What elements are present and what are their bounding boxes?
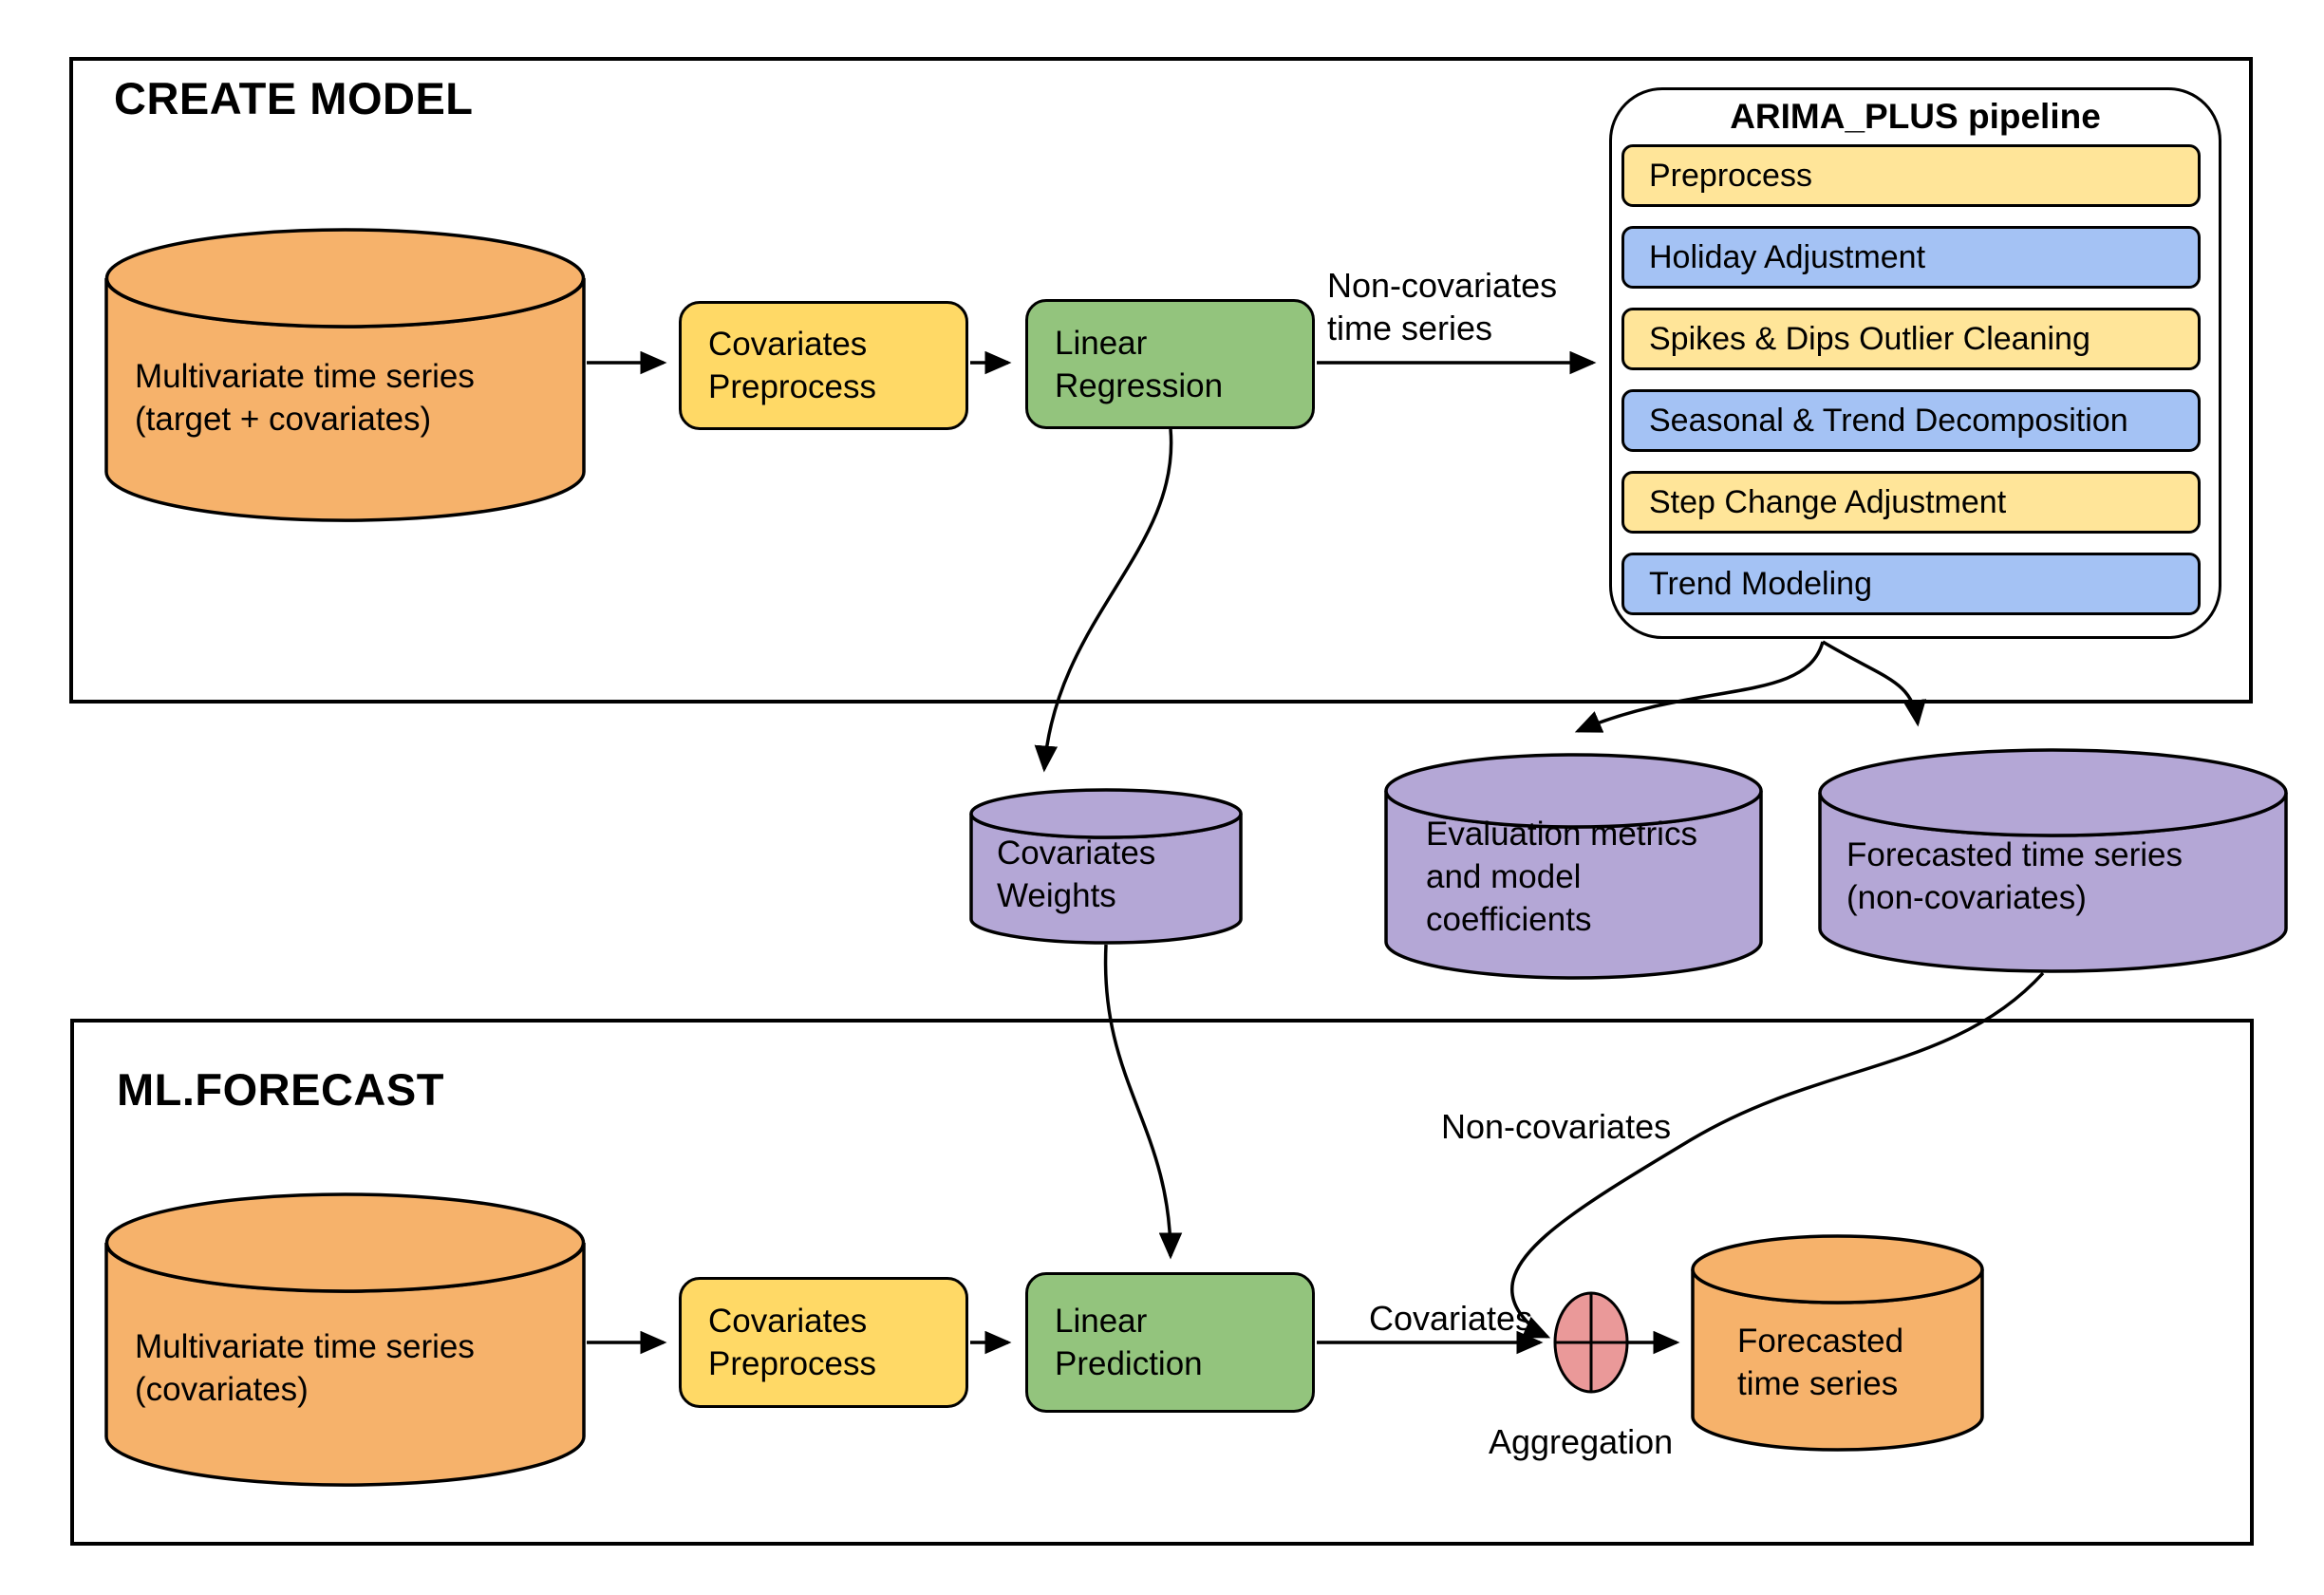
label-line: (covariates) [135,1371,309,1408]
pipeline-step-holiday-adjustment: Holiday Adjustment [1621,226,2201,289]
box-label-line: Prediction [1055,1345,1203,1382]
arrow-noncov-to-aggregation [1509,971,2045,1339]
label-line: time series [1737,1365,1899,1402]
box-label-line: Linear [1055,324,1148,362]
linear-prediction-box: Linear Prediction [1025,1272,1315,1413]
arima-plus-pipeline-title: ARIMA_PLUS pipeline [1730,97,2101,136]
box-label-line: Regression [1055,366,1224,404]
label-line: and model [1426,858,1582,895]
pipeline-step-label: Step Change Adjustment [1649,483,2007,520]
linear-regression-box: Linear Regression [1025,299,1315,429]
pipeline-step-label: Seasonal & Trend Decomposition [1649,402,2128,439]
pipeline-step-trend-modeling: Trend Modeling [1621,553,2201,615]
pipeline-step-step-change: Step Change Adjustment [1621,471,2201,534]
arrow-pipeline-to-evaluation [1574,641,1825,733]
cylinder-forecasted-time-series [1691,1234,1984,1452]
cylinder-multivariate-covariates [104,1192,586,1487]
box-label-line: Covariates [708,326,868,363]
arrow-covariates-weights-to-prediction [1103,944,1183,1260]
ml-forecast-title: ML.FORECAST [117,1064,444,1115]
label-line: Forecasted time series [1846,836,2183,873]
pipeline-step-label: Spikes & Dips Outlier Cleaning [1649,320,2090,357]
label-covariates: Covariates [1369,1299,1533,1338]
label-line: Covariates [997,835,1156,872]
covariates-preprocess-box-top: Covariates Preprocess [679,301,968,430]
pipeline-step-preprocess: Preprocess [1621,144,2201,207]
label-line: Evaluation metrics [1426,816,1697,853]
cylinder-label-evaluation-metrics: Evaluation metrics and model coefficient… [1426,813,1697,941]
label-line: Multivariate time series [135,358,475,395]
pipeline-step-label: Holiday Adjustment [1649,238,1926,275]
box-label-line: Covariates [708,1303,868,1340]
label-line: Forecasted [1737,1323,1904,1360]
create-model-title: CREATE MODEL [114,73,474,123]
box-label-line: Preprocess [708,1345,877,1382]
pipeline-step-seasonal-trend: Seasonal & Trend Decomposition [1621,389,2201,452]
cylinder-label-covariates-weights: Covariates Weights [997,832,1155,917]
cylinder-label-forecasted-noncov: Forecasted time series (non-covariates) [1846,834,2183,919]
aggregation-node [1553,1291,1629,1394]
cylinder-multivariate-target-covariates [104,228,586,522]
cylinder-label-forecasted-time-series: Forecasted time series [1737,1320,1903,1405]
cylinder-forecasted-non-covariates [1818,748,2288,973]
covariates-preprocess-box-bottom: Covariates Preprocess [679,1277,968,1408]
arrow-regression-to-covariates-weights [1034,428,1173,773]
label-line: Non-covariates [1327,266,1558,305]
pipeline-step-label: Trend Modeling [1649,565,1872,602]
label-aggregation: Aggregation [1489,1422,1674,1461]
create-model-section-box [69,57,2253,704]
label-line: Multivariate time series [135,1328,475,1365]
arrow-pipeline-to-forecast-noncov [1822,640,1926,727]
box-label-line: Preprocess [708,368,877,405]
cylinder-label-multivariate-target: Multivariate time series (target + covar… [135,355,475,441]
label-line: Weights [997,877,1116,914]
pipeline-step-spikes-dips: Spikes & Dips Outlier Cleaning [1621,308,2201,370]
label-non-covariates-time-series: Non-covariates time series [1327,264,1557,349]
cylinder-label-multivariate-covariates: Multivariate time series (covariates) [135,1325,475,1411]
label-line: coefficients [1426,901,1592,938]
cylinder-evaluation-metrics [1384,753,1763,980]
cylinder-covariates-weights [969,788,1243,945]
label-non-covariates: Non-covariates [1441,1107,1672,1146]
label-line: (non-covariates) [1846,879,2087,916]
pipeline-step-label: Preprocess [1649,157,1812,194]
ml-forecast-section-box [70,1019,2254,1546]
box-label-line: Linear [1055,1303,1148,1340]
label-line: (target + covariates) [135,401,432,438]
label-line: time series [1327,309,1493,347]
